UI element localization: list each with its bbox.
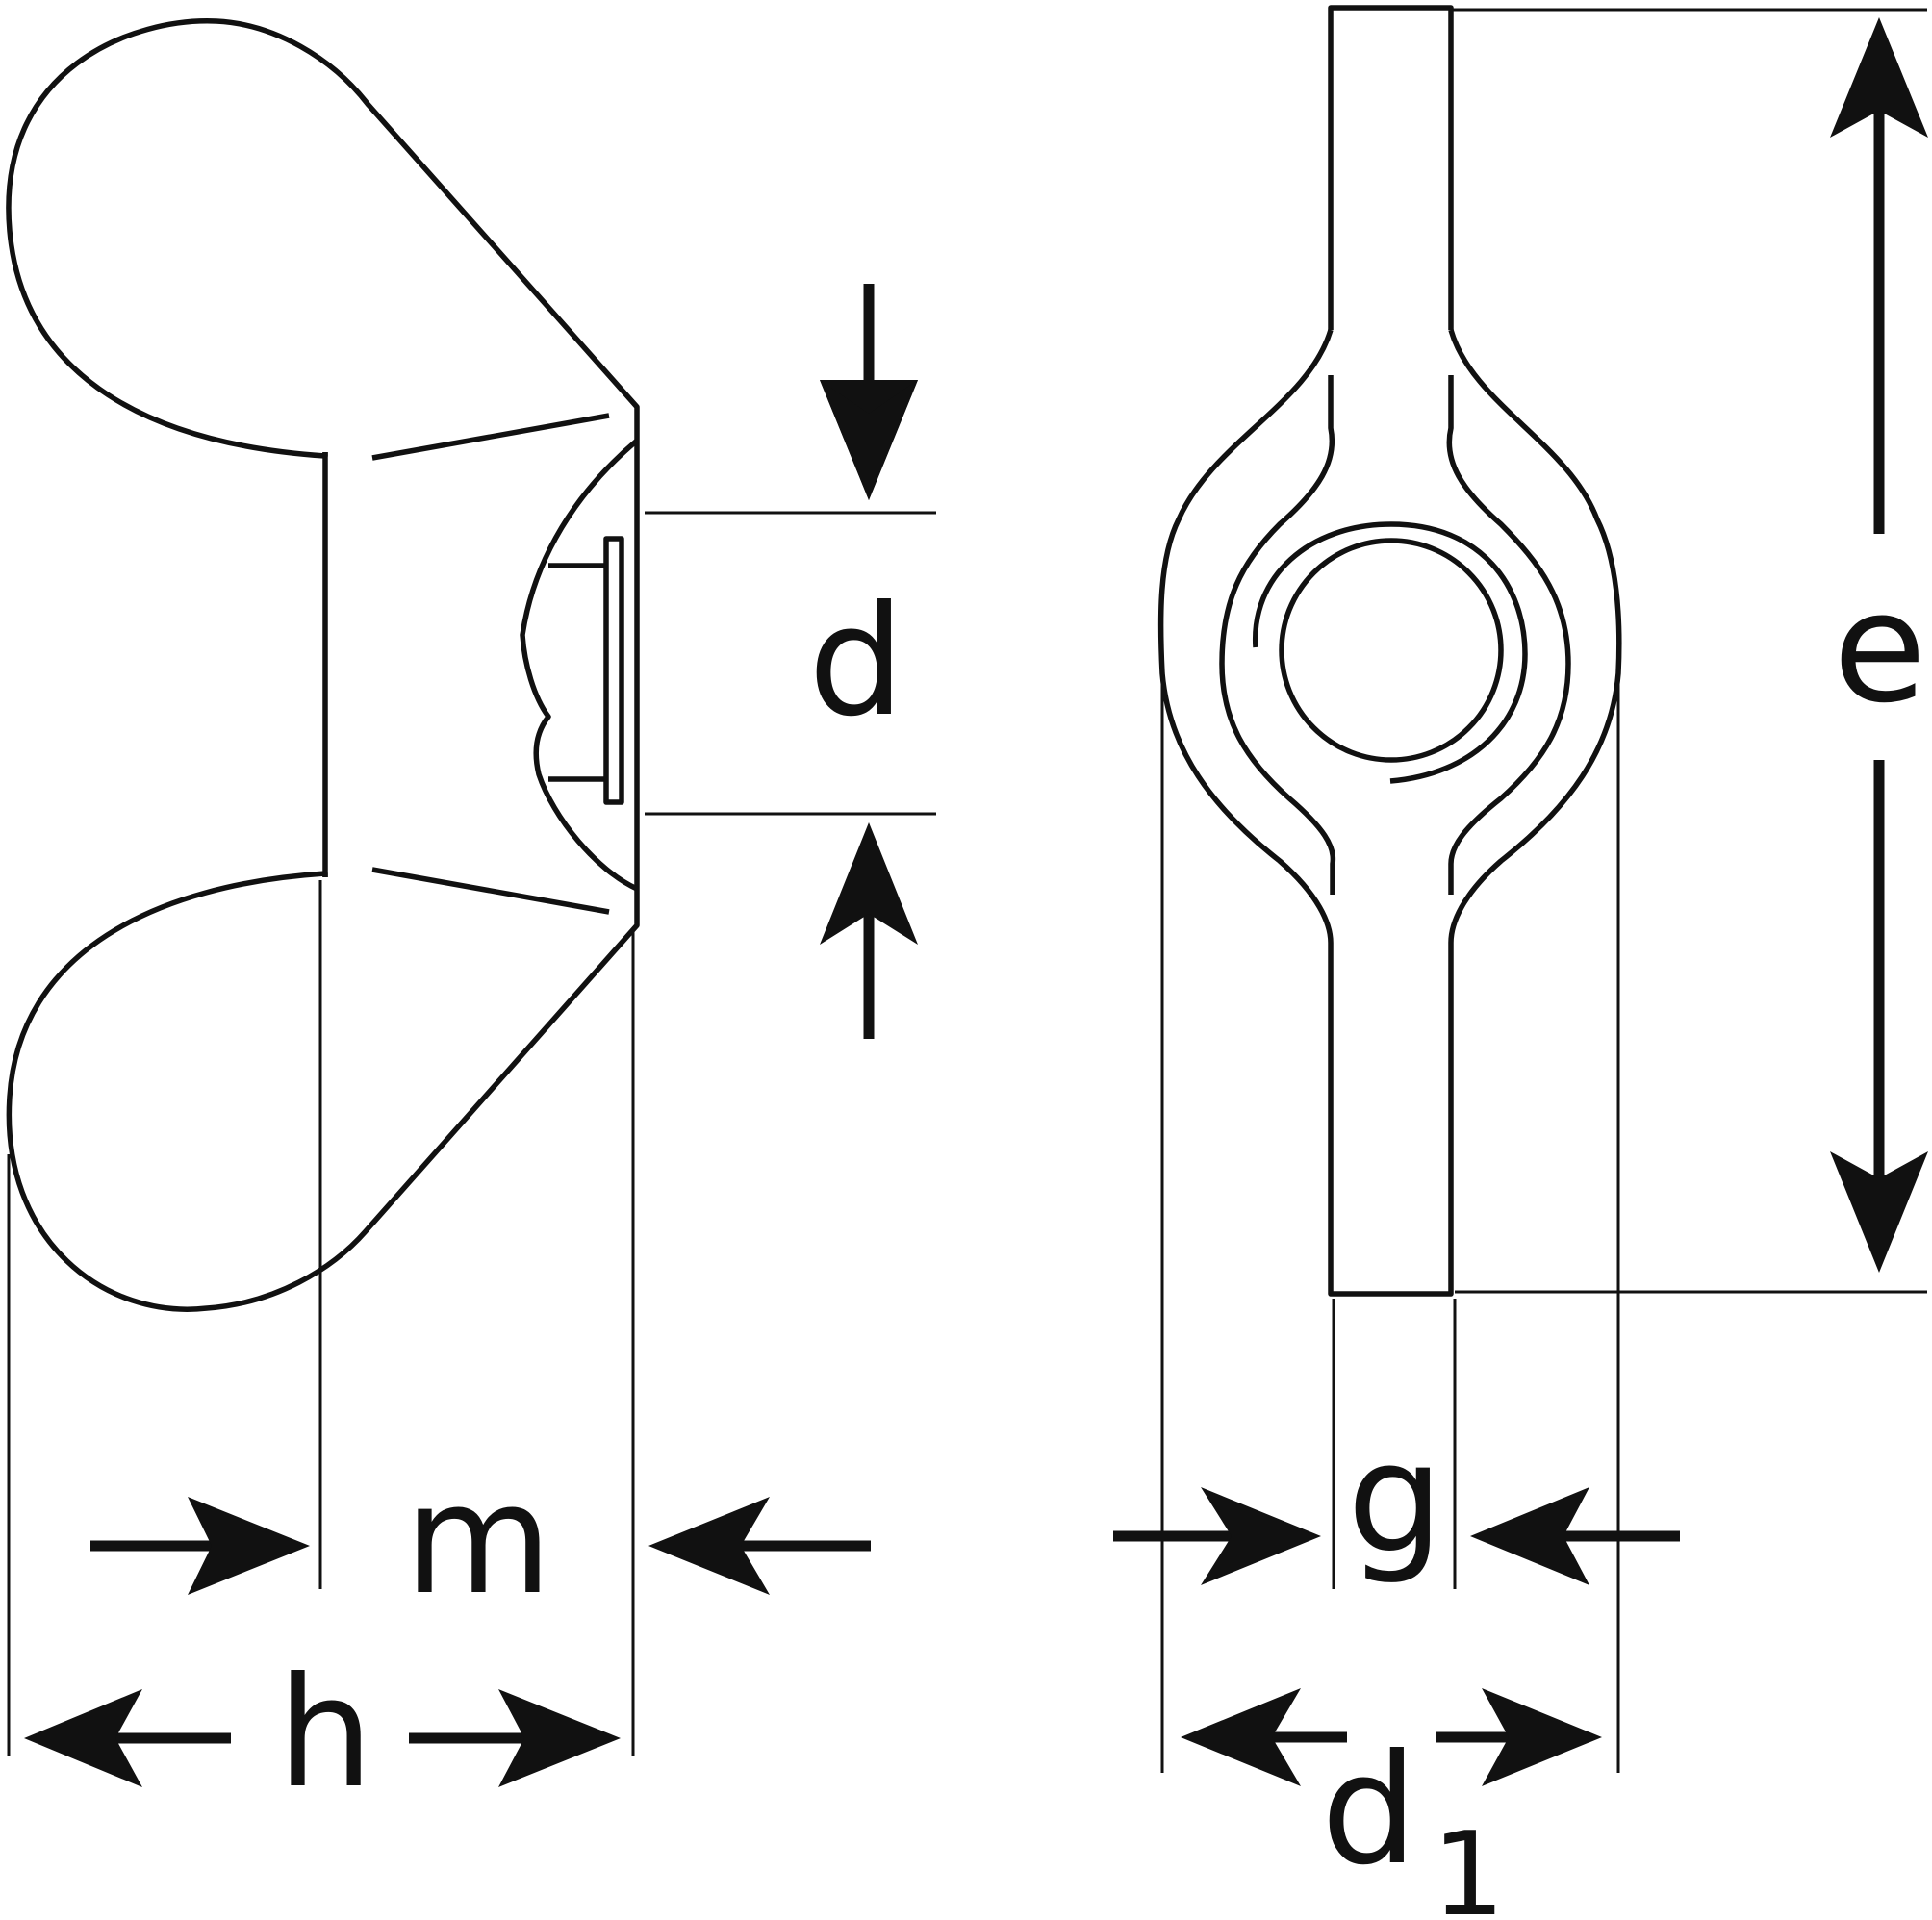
side-view xyxy=(6,18,640,1312)
front-view-extension-lines xyxy=(1160,8,1927,1773)
arrow-g-right-head xyxy=(1470,1487,1589,1585)
label-d: d xyxy=(808,573,904,750)
upper-ear-outline xyxy=(1328,5,1454,330)
body-outer-right xyxy=(1448,329,1622,944)
label-h: h xyxy=(277,1645,373,1822)
upper-wing-inner-edge xyxy=(371,413,610,461)
arrow-h-right-head xyxy=(498,1689,621,1787)
dimension-e: e xyxy=(1830,17,1928,1273)
side-view-extension-lines xyxy=(7,511,936,1756)
arrow-h-left-head xyxy=(24,1689,142,1787)
body-outer-left xyxy=(1157,329,1334,944)
lower-wing-outline xyxy=(6,871,640,1312)
dimension-m: m xyxy=(90,1452,871,1629)
label-d1-subscript: 1 xyxy=(1432,1808,1505,1920)
arrow-d1-left-head xyxy=(1181,1688,1301,1786)
front-view xyxy=(1157,5,1622,1297)
dimension-h: h xyxy=(24,1645,621,1822)
arrow-e-bottom-head xyxy=(1830,1151,1928,1273)
arrow-m-left-head xyxy=(188,1497,310,1595)
arrow-d-bottom-head xyxy=(820,822,918,945)
dimension-d: d xyxy=(808,284,918,1039)
arrow-e-top-head xyxy=(1830,17,1928,138)
thread-hole xyxy=(1279,538,1504,763)
arrow-d-top-notch xyxy=(820,380,918,500)
lower-wing-inner-edge xyxy=(371,867,610,915)
boss-profile xyxy=(520,438,639,892)
lower-ear-outline xyxy=(1328,943,1454,1297)
dimension-d1: d 1 xyxy=(1181,1688,1602,1920)
label-e: e xyxy=(1833,560,1926,737)
thread-spiral xyxy=(1253,521,1528,784)
arrow-g-left-head xyxy=(1201,1487,1321,1585)
arrow-m-right-head xyxy=(648,1497,770,1595)
dimension-g: g xyxy=(1113,1410,1680,1587)
boss-inner-left xyxy=(1219,375,1336,895)
thread-hole-collar xyxy=(603,536,624,805)
boss-inner-right xyxy=(1446,375,1571,895)
label-d1-base: d xyxy=(1321,1722,1417,1899)
arrow-d1-right-head xyxy=(1482,1688,1602,1786)
label-m: m xyxy=(404,1452,552,1629)
upper-wing-outline xyxy=(6,18,640,459)
label-g: g xyxy=(1347,1410,1443,1587)
